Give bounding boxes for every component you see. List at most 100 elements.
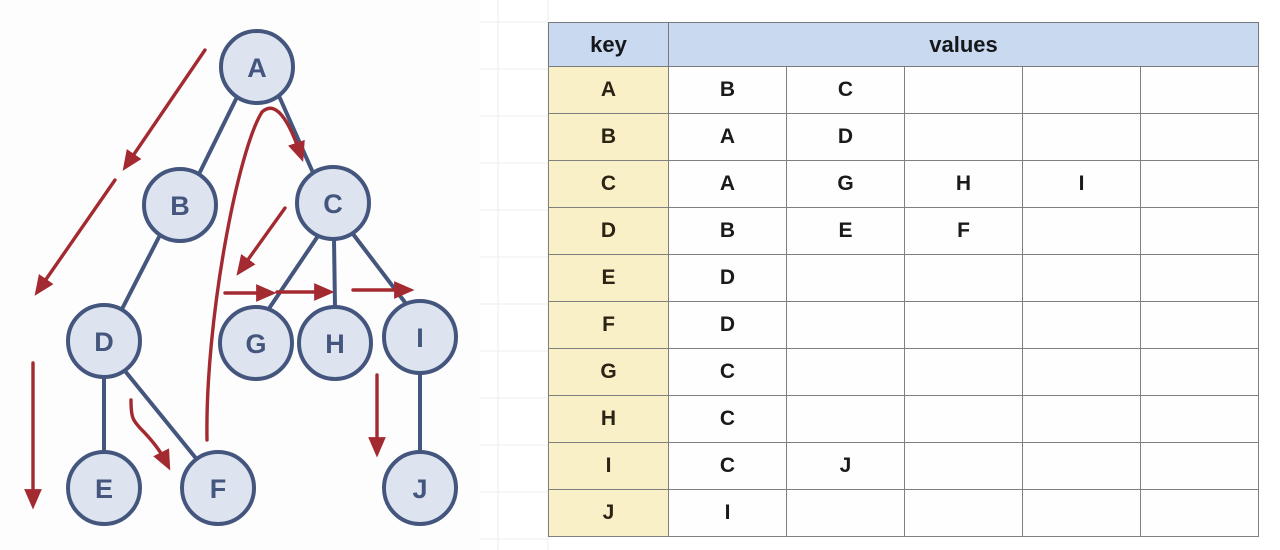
row-value-cell[interactable] — [1139, 395, 1260, 443]
table-body: A B C B A D C A G — [548, 66, 1260, 537]
row-value-cell[interactable] — [904, 442, 1023, 490]
row-value-cell[interactable] — [1139, 254, 1260, 302]
row-value-cell[interactable] — [1022, 254, 1141, 302]
row-value-cell[interactable] — [1022, 395, 1141, 443]
row-value-cell[interactable] — [1022, 113, 1141, 161]
row-value-cell[interactable]: A — [668, 113, 787, 161]
graph-node-label-e: E — [95, 474, 113, 504]
graph-node-i[interactable]: I — [382, 299, 458, 375]
graph-node-label-h: H — [325, 329, 345, 359]
graph-node-g[interactable]: G — [218, 305, 294, 381]
row-value-cell[interactable] — [904, 254, 1023, 302]
graph-node-a[interactable]: A — [219, 29, 295, 105]
row-value-cell[interactable] — [904, 348, 1023, 396]
table-row[interactable]: I C J — [548, 442, 1260, 490]
graph-node-label-i: I — [416, 323, 424, 353]
graph-node-b[interactable]: B — [142, 167, 218, 243]
graph-canvas: A B C D G — [24, 29, 458, 526]
row-value-cell[interactable]: J — [786, 442, 905, 490]
row-value-cell[interactable] — [1022, 301, 1141, 349]
row-key-cell[interactable]: D — [548, 207, 669, 255]
row-value-cell[interactable]: I — [668, 489, 787, 537]
row-value-cell[interactable] — [786, 395, 905, 443]
row-value-cell[interactable] — [1022, 442, 1141, 490]
graph-node-f[interactable]: F — [180, 450, 256, 526]
arrow-into-g — [236, 206, 287, 276]
table-row[interactable]: H C — [548, 395, 1260, 443]
row-value-cell[interactable] — [786, 301, 905, 349]
edge-c-i — [351, 232, 409, 307]
row-value-cell[interactable] — [1022, 207, 1141, 255]
row-key-cell[interactable]: H — [548, 395, 669, 443]
row-key-cell[interactable]: E — [548, 254, 669, 302]
edge-a-b — [197, 95, 239, 176]
table-row[interactable]: F D — [548, 301, 1260, 349]
row-value-cell[interactable]: G — [786, 160, 905, 208]
row-value-cell[interactable]: C — [786, 66, 905, 114]
row-value-cell[interactable] — [1139, 489, 1260, 537]
row-value-cell[interactable]: D — [668, 254, 787, 302]
row-value-cell[interactable] — [1022, 348, 1141, 396]
row-value-cell[interactable] — [1139, 160, 1260, 208]
row-value-cell[interactable] — [786, 348, 905, 396]
table-row[interactable]: B A D — [548, 113, 1260, 161]
row-value-cell[interactable] — [1139, 442, 1260, 490]
edge-c-h — [332, 237, 337, 309]
row-value-cell[interactable]: E — [786, 207, 905, 255]
row-value-cell[interactable]: A — [668, 160, 787, 208]
table-row[interactable]: A B C — [548, 66, 1260, 114]
row-key-cell[interactable]: I — [548, 442, 669, 490]
graph-node-label-j: J — [412, 474, 427, 504]
graph-node-label-g: G — [245, 329, 266, 359]
graph-node-label-b: B — [170, 191, 190, 221]
edge-c-g — [266, 234, 320, 312]
row-value-cell[interactable] — [1139, 348, 1260, 396]
table-header-row: key values — [548, 22, 1260, 67]
graph-node-label-d: D — [94, 327, 114, 357]
graph-node-e[interactable]: E — [66, 450, 142, 526]
graph-panel: A B C D G — [0, 0, 480, 550]
table-row[interactable]: D B E F — [548, 207, 1260, 255]
row-value-cell[interactable]: C — [668, 348, 787, 396]
row-value-cell[interactable] — [904, 301, 1023, 349]
graph-node-d[interactable]: D — [66, 303, 142, 379]
row-value-cell[interactable]: C — [668, 395, 787, 443]
graph-node-c[interactable]: C — [295, 165, 371, 241]
row-value-cell[interactable]: H — [904, 160, 1023, 208]
row-value-cell[interactable] — [1139, 207, 1260, 255]
graph-node-j[interactable]: J — [382, 450, 458, 526]
row-value-cell[interactable] — [1022, 489, 1141, 537]
table-row[interactable]: J I — [548, 489, 1260, 537]
row-value-cell[interactable] — [904, 66, 1023, 114]
row-value-cell[interactable] — [904, 113, 1023, 161]
row-value-cell[interactable]: B — [668, 66, 787, 114]
table-row[interactable]: C A G H I — [548, 160, 1260, 208]
row-value-cell[interactable] — [1139, 113, 1260, 161]
row-value-cell[interactable] — [1139, 66, 1260, 114]
row-value-cell[interactable]: F — [904, 207, 1023, 255]
row-value-cell[interactable] — [904, 395, 1023, 443]
graph-nodes: A B C D G — [66, 29, 458, 526]
row-value-cell[interactable]: I — [1022, 160, 1141, 208]
row-key-cell[interactable]: F — [548, 301, 669, 349]
row-key-cell[interactable]: J — [548, 489, 669, 537]
column-header-values[interactable]: values — [667, 22, 1260, 67]
column-header-key[interactable]: key — [548, 22, 669, 67]
row-key-cell[interactable]: B — [548, 113, 669, 161]
row-value-cell[interactable]: B — [668, 207, 787, 255]
row-value-cell[interactable]: C — [668, 442, 787, 490]
row-value-cell[interactable] — [786, 489, 905, 537]
row-value-cell[interactable] — [786, 254, 905, 302]
table-row[interactable]: G C — [548, 348, 1260, 396]
row-value-cell[interactable]: D — [786, 113, 905, 161]
row-value-cell[interactable] — [904, 489, 1023, 537]
row-key-cell[interactable]: C — [548, 160, 669, 208]
row-value-cell[interactable] — [1139, 301, 1260, 349]
row-value-cell[interactable] — [1022, 66, 1141, 114]
graph-node-h[interactable]: H — [297, 305, 373, 381]
arrow-a-to-c-curve — [205, 106, 305, 442]
row-key-cell[interactable]: G — [548, 348, 669, 396]
row-key-cell[interactable]: A — [548, 66, 669, 114]
table-row[interactable]: E D — [548, 254, 1260, 302]
row-value-cell[interactable]: D — [668, 301, 787, 349]
